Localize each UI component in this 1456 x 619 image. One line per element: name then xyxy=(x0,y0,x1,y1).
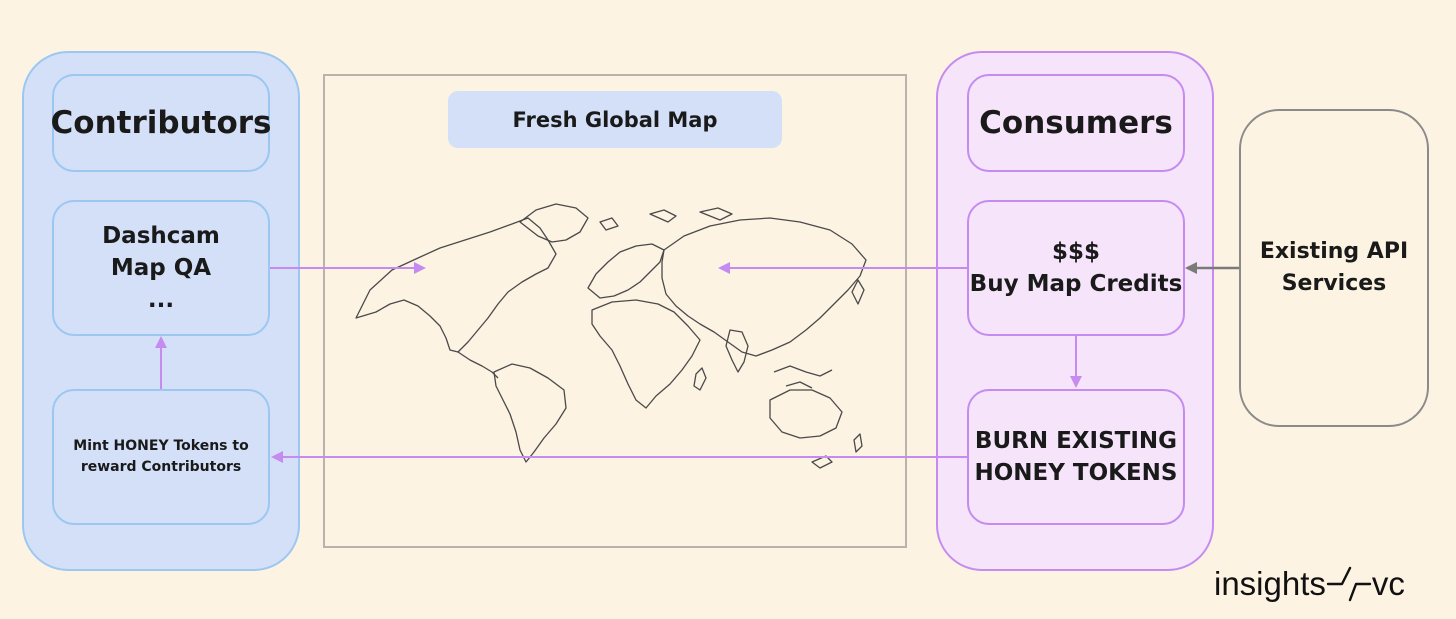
insights-vc-logo: insights vc xyxy=(1214,562,1444,606)
map-madagascar xyxy=(693,367,707,391)
logo-text-vc: vc xyxy=(1371,565,1405,602)
activity-more: ... xyxy=(147,287,175,313)
map-central-america xyxy=(457,351,499,379)
map-title-box: Fresh Global Map xyxy=(448,91,782,148)
map-north-america xyxy=(355,217,557,353)
contributor-activities-box: Dashcam Map QA ... xyxy=(52,200,270,336)
logo-text-insights: insights xyxy=(1214,565,1326,602)
contributors-title-box: Contributors xyxy=(50,74,272,172)
burn-tokens-box: BURN EXISTING HONEY TOKENS xyxy=(967,389,1185,525)
world-map-icon xyxy=(355,203,867,469)
consumers-title: Consumers xyxy=(979,105,1173,141)
map-australia xyxy=(769,389,843,439)
mint-tokens-box: Mint HONEY Tokens to reward Contributors xyxy=(52,389,270,525)
burn-tokens-line-2: HONEY TOKENS xyxy=(974,460,1178,486)
map-india xyxy=(725,329,749,373)
map-new-zealand xyxy=(853,433,863,453)
burn-tokens-line-1: BURN EXISTING xyxy=(974,428,1178,454)
map-southeast-asia xyxy=(773,365,833,389)
map-africa xyxy=(591,299,701,409)
buy-credits-label: Buy Map Credits xyxy=(969,271,1183,297)
activity-map-qa: Map QA xyxy=(110,255,212,281)
activity-dashcam: Dashcam xyxy=(102,223,220,249)
map-frame xyxy=(323,74,907,548)
consumers-title-box: Consumers xyxy=(967,74,1185,172)
buy-credits-box: $$$ Buy Map Credits xyxy=(967,200,1185,336)
existing-api-line-1: Existing API xyxy=(1259,239,1409,264)
contributors-title: Contributors xyxy=(50,105,272,141)
map-title: Fresh Global Map xyxy=(512,107,718,132)
mint-tokens-line-1: Mint HONEY Tokens to xyxy=(73,438,249,454)
buy-credits-dollars: $$$ xyxy=(1051,239,1100,265)
mint-tokens-line-2: reward Contributors xyxy=(80,459,242,475)
map-south-america xyxy=(493,363,567,463)
map-asia xyxy=(661,217,867,357)
map-europe xyxy=(587,243,665,299)
existing-api-line-2: Services xyxy=(1281,271,1387,296)
existing-api-box: Existing API Services xyxy=(1239,109,1429,427)
map-arctic-islands xyxy=(599,207,733,231)
logo-mark-icon xyxy=(1326,566,1372,602)
map-japan xyxy=(851,279,865,305)
map-greenland xyxy=(519,203,589,243)
